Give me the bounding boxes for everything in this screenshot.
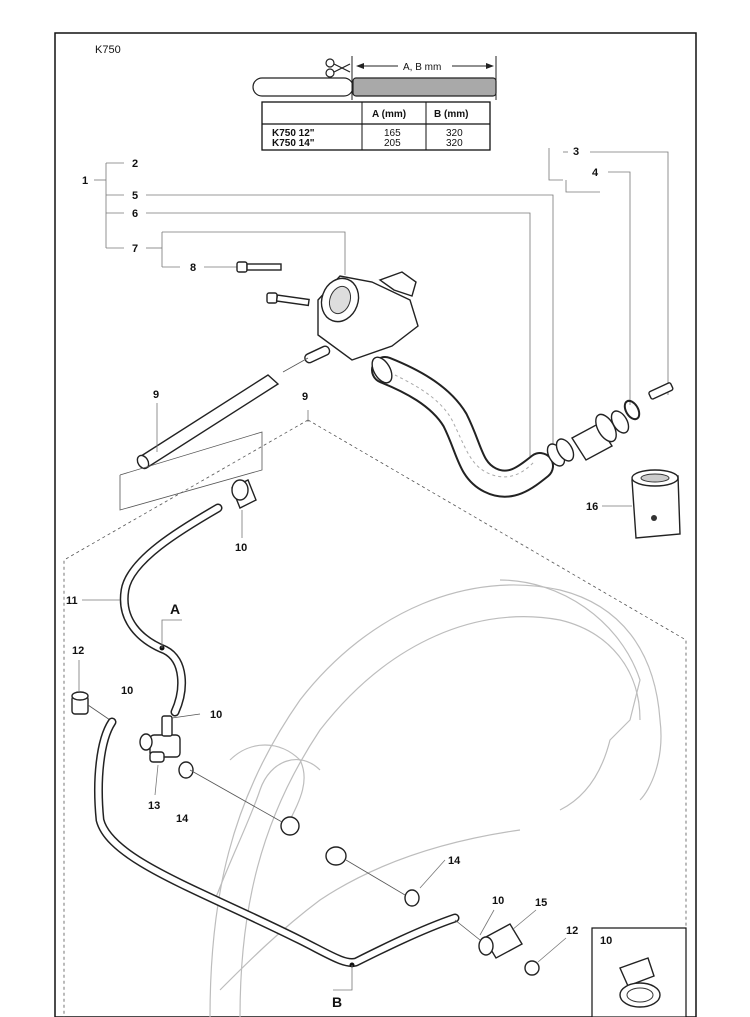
callout-14: 14 [448, 855, 461, 867]
hose-clamp-part-10 [231, 479, 257, 509]
table-row-model: K750 14" [272, 138, 315, 149]
callout-10: 10 [210, 709, 222, 721]
callout-8: 8 [190, 262, 196, 274]
nozzle-part-12 [71, 691, 111, 721]
coupling-parts [546, 382, 674, 467]
callout-12: 12 [72, 645, 84, 657]
model-label: K750 [95, 44, 121, 56]
water-valve-part-7 [282, 271, 419, 373]
callout-11: 11 [66, 595, 78, 607]
table-row-model: K750 12" [272, 128, 315, 139]
table-header-a: A (mm) [372, 109, 406, 120]
connector-part-16 [631, 469, 681, 539]
tee-fitting-part-13 [139, 713, 201, 779]
callout-6: 6 [132, 208, 138, 220]
marker-b: B [332, 994, 342, 1010]
callout-7: 7 [132, 243, 138, 255]
callout-14: 14 [176, 813, 189, 825]
blade-guard [209, 579, 662, 1017]
scissors-icon [325, 58, 351, 78]
hose-part-11 [119, 503, 223, 717]
callout-15: 15 [535, 897, 547, 909]
hose-part-9 [119, 374, 280, 511]
callout-3: 3 [573, 146, 579, 158]
callout-5: 5 [132, 190, 138, 202]
callout-13: 13 [148, 800, 160, 812]
callout-10: 10 [492, 895, 504, 907]
callout-10: 10 [121, 685, 133, 697]
inset-clamp-detail [591, 927, 687, 1017]
distribution-pipe [94, 717, 460, 967]
fitting-part-15 [454, 919, 540, 976]
callout-10: 10 [235, 542, 247, 554]
group-1-leaders [94, 148, 669, 465]
hose-part-6 [371, 356, 554, 498]
inset-label: 10 [600, 935, 612, 947]
marker-a: A [170, 601, 180, 617]
screw-part-8 [236, 261, 310, 307]
table-row-a: 205 [384, 138, 401, 149]
callout-9: 9 [302, 391, 308, 403]
hose-measure-illustration: A, B mm [252, 56, 497, 100]
callout-2: 2 [132, 158, 138, 170]
diagram-frame [54, 32, 697, 1017]
table-row-a: 165 [384, 128, 401, 139]
callout-12: 12 [566, 925, 578, 937]
table-row-b: 320 [446, 138, 463, 149]
table-header-b: B (mm) [434, 109, 468, 120]
fitting-part-14 [189, 769, 420, 907]
callout-16: 16 [586, 501, 598, 513]
measure-label: A, B mm [403, 62, 441, 73]
callout-4: 4 [592, 167, 599, 179]
length-table: A (mm) B (mm) K750 12" 165 320 K750 14" … [261, 101, 491, 151]
callout-1: 1 [82, 175, 88, 187]
table-row-b: 320 [446, 128, 463, 139]
callout-9: 9 [153, 389, 159, 401]
